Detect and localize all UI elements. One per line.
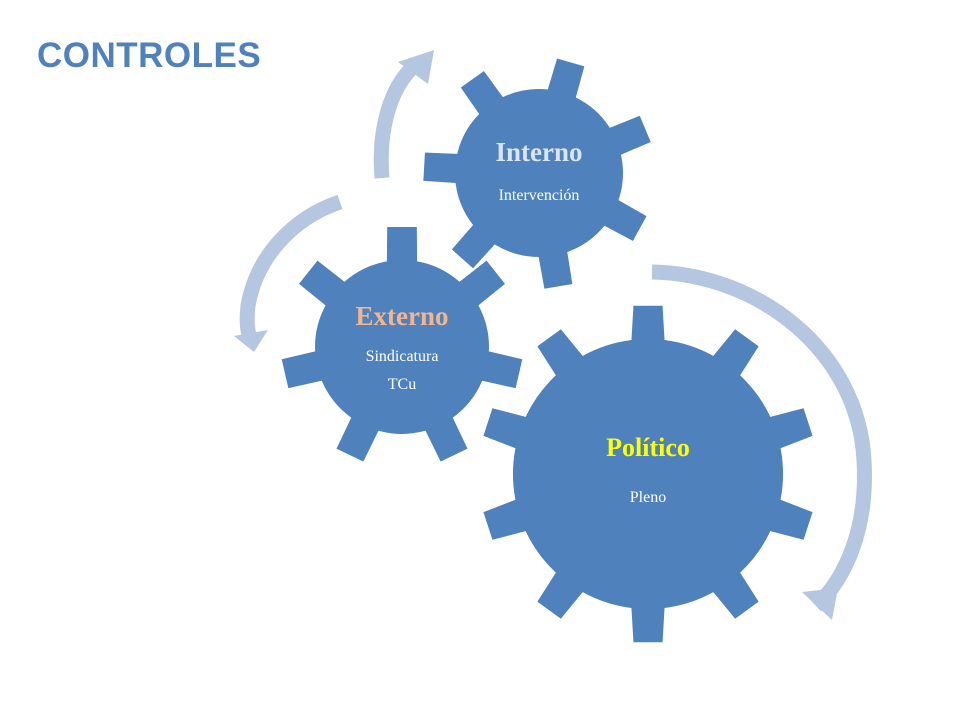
cycle-arrow-interno-shaft — [373, 60, 420, 179]
cycle-arrow-politico-head — [802, 588, 838, 620]
gear-externo-title: Externo — [356, 301, 449, 331]
cycle-arrow-externo-shaft — [239, 194, 343, 342]
gears: PolíticoPlenoExternoSindicaturaTCuIntern… — [279, 56, 816, 645]
cycle-arrows — [234, 50, 872, 620]
gear-externo-line: TCu — [388, 376, 416, 393]
cycle-arrow-interno-head — [398, 50, 434, 84]
cycle-arrow-politico-shaft — [651, 264, 872, 612]
gear-interno-title: Interno — [496, 137, 583, 167]
gear-externo-shape — [279, 225, 525, 465]
cycle-arrow-externo — [234, 194, 343, 352]
gear-politico-line: Pleno — [630, 489, 666, 506]
gear-politico-title: Político — [606, 433, 690, 462]
gear-politico-shape — [480, 303, 816, 645]
cycle-arrow-interno — [373, 50, 434, 179]
cycle-arrow-externo-head — [234, 330, 268, 352]
cycle-arrow-politico — [651, 264, 872, 620]
gear-interno-shape — [421, 56, 654, 292]
gear-externo-line: Sindicatura — [366, 348, 439, 365]
gear-interno-line: Intervención — [499, 187, 580, 204]
page-title: CONTROLES — [37, 36, 262, 75]
